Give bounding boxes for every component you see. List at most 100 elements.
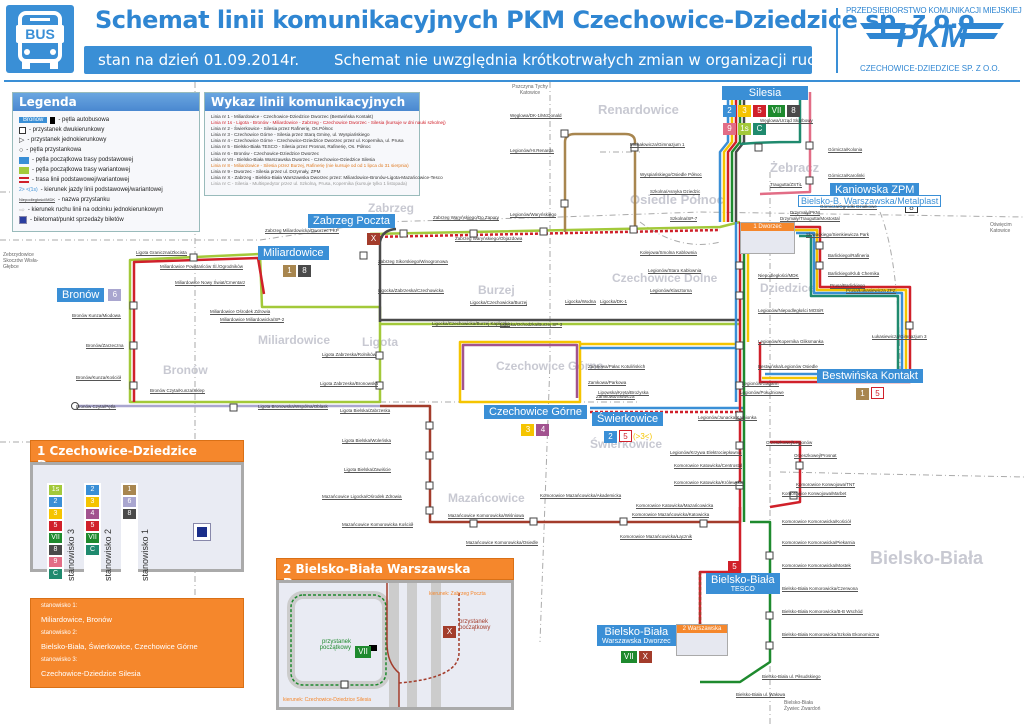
- stop-label[interactable]: Komorowice Mazańcowicka/Łącznik: [620, 534, 693, 540]
- stop-label[interactable]: Bronów Czyta/Pętla: [76, 404, 116, 410]
- stop-label[interactable]: Bielsko-Biała ul. Piłsudskiego: [762, 674, 821, 680]
- stop-label[interactable]: Legionów/Kopernika Gliksmanka: [758, 339, 824, 345]
- stop-label[interactable]: Bronów/Zarzeczna: [86, 343, 124, 349]
- stop-label[interactable]: Legionów/Krzywa Elektrociepłownia: [670, 450, 742, 456]
- stop-label[interactable]: Łukasiewicza/Gimnazjum 3: [872, 334, 927, 340]
- station1-title: 1 Czechowice-Dziedzice Dworzec: [30, 440, 244, 472]
- stop-label[interactable]: Legionów/Klasztorna: [650, 288, 692, 294]
- hub-warszawska[interactable]: 2 Warszawska: [676, 624, 728, 656]
- terminal-subname: Warszawska Dworzec: [602, 638, 671, 645]
- stop-label[interactable]: Węglowa/DK-1/McDonald: [510, 113, 562, 119]
- stop-label[interactable]: Prusa/Łukasiewicza ZPZ: [846, 288, 896, 294]
- stop-label[interactable]: Orzeszkowej/Prosnat: [794, 453, 837, 459]
- stop-label[interactable]: Miliardowice Ośrodek Zdrowia: [210, 309, 271, 315]
- stop-label[interactable]: Michałowicza/Gimnazjum 1: [630, 142, 685, 148]
- stop-label[interactable]: Komorowice Mazańcowicka/Katowicka: [632, 512, 710, 518]
- terminal-zabrzeg-poczta[interactable]: Zabrzeg Poczta X: [308, 214, 396, 246]
- stop-label[interactable]: Drzymały/PKM: [790, 210, 820, 216]
- stop-label[interactable]: Komorowice Katowicka/Królewska: [674, 480, 743, 486]
- stop-label[interactable]: Komorowice Katowicka/Centrostal: [674, 463, 743, 469]
- stop-label[interactable]: Bielsko-Biała Komorowicka/Szkoła Ekonomi…: [782, 632, 880, 638]
- stop-label[interactable]: Miliardowice Nowy Świat/Cmentarz: [175, 280, 246, 286]
- stop-label[interactable]: Zabrzeg Waryńskiego/Do Zapory: [433, 215, 499, 221]
- stop-label[interactable]: Ligota Graniczna/Złocista: [136, 250, 187, 256]
- stop-label[interactable]: Legionów/Stara Kablownia: [648, 268, 702, 274]
- stop-label[interactable]: Miliardowice Powstańców Śl./Ogrodników: [160, 264, 244, 270]
- stop-label[interactable]: Ligocka/Wodna: [565, 299, 596, 305]
- stop-label[interactable]: Komorowice Mazańcowicka/Akademicka: [540, 493, 622, 499]
- terminal-bielsko-tesco[interactable]: Bielsko-Biała TESCO: [706, 573, 780, 594]
- stop-label[interactable]: Prusa/Barlickiego: [830, 283, 866, 289]
- stop-label[interactable]: Zabrzeg Sikorskiego/Winogronowa: [378, 259, 448, 265]
- stop-label[interactable]: Orzeszkowej/Legionów: [766, 440, 813, 446]
- stop-label[interactable]: Miliardowice Miliardowicka/SP-2: [220, 317, 285, 323]
- terminal-bronow[interactable]: Bronów 6: [57, 288, 122, 302]
- stop-label[interactable]: Komorowice Komorowicka/Kościół: [782, 519, 851, 525]
- stop-label[interactable]: Bronów Czyta/Kunza/Sklep: [150, 388, 205, 394]
- stop-label[interactable]: Zamkowa/Parkowa: [588, 380, 627, 386]
- stop-label[interactable]: Wyspiańskiego/Osiedle Północ: [640, 172, 702, 178]
- stop-label[interactable]: Ligocka/Czechowicka/Burzej Kapliczka: [432, 321, 510, 327]
- stop-label[interactable]: Kolejowa/Smolna Kablownia: [640, 250, 697, 256]
- stop-label[interactable]: Zamkowa/Pałac Kotulińskich: [588, 364, 646, 370]
- stop-label[interactable]: Ligocka/Zabrzeska/Czechowicka: [378, 288, 444, 294]
- stop-label[interactable]: Zabrzeg Miliardowicka/Dworzec PKP: [265, 228, 339, 234]
- stop-label[interactable]: Bielsko-Biała ul. Wałowa: [736, 692, 786, 698]
- stop-label[interactable]: Traugutta/ZSTiL: [770, 182, 803, 188]
- stop-label[interactable]: Górnicza/Kolonia: [828, 147, 863, 153]
- stop-label[interactable]: Ligota Bielska/Woleńska: [342, 438, 391, 444]
- stop-label[interactable]: Komorowice Konwojowa/TNT: [796, 482, 856, 488]
- stop-label[interactable]: Słowackiego/Sienkiewicza Park: [806, 232, 870, 238]
- stop-label[interactable]: Komorowice Komorowicka/Piekarnia: [782, 540, 856, 546]
- stop-label[interactable]: Lipowska/Kręta/Brożyska: [598, 390, 649, 396]
- stop-label[interactable]: Ligota Bielska/Zawiście: [344, 467, 391, 473]
- stop-label[interactable]: Komorowice Katowicka/Mazańcowicka: [636, 503, 714, 509]
- stop-label[interactable]: Bielsko-Biała Komorowicka/B-B Wschód: [782, 609, 863, 615]
- stop-label[interactable]: Węglowa/Urząd Skarbowy: [760, 118, 813, 124]
- stop-label[interactable]: Mazańcowice Komorowicka/Osiedle: [466, 540, 539, 546]
- stop-label[interactable]: Barlickiego/Klub Chemika: [828, 271, 880, 277]
- stop-label[interactable]: Bestwińska/Legionów Osiedle: [758, 364, 818, 370]
- stop-label[interactable]: Drzymały/Traugutta/Mostostal: [780, 216, 840, 222]
- stop-label[interactable]: Komorowice Komorowicka/Mostek: [782, 563, 851, 569]
- stop-label[interactable]: Ligota Zabrzeska/Bronowska: [320, 381, 379, 387]
- stop-label[interactable]: Ligota Bronowska/Wspólna/Oblask: [258, 404, 328, 410]
- stop-label[interactable]: Ligota Zabrzeska/Rolników: [322, 352, 377, 358]
- stop-label[interactable]: Ligocka/Ochodzka/Burzej SP-3: [500, 322, 563, 328]
- stop-label[interactable]: Legionów/Junacka Kamionka: [698, 415, 757, 421]
- terminal-kaniowska-zpm[interactable]: Kaniowska ZPM 8: [830, 183, 920, 215]
- stop-label[interactable]: Ligocka/DK-1: [600, 299, 628, 305]
- stop-label[interactable]: Zabrzeg Waryńskiego/Objazdowa: [455, 236, 523, 242]
- stop-label[interactable]: Legionów/Niepodległości MOSiR: [758, 308, 824, 314]
- stop-label[interactable]: Barlickiego/Rafineria: [828, 253, 870, 259]
- stop-label[interactable]: Górnicza/Karolinki: [828, 173, 865, 179]
- stop-label[interactable]: Mazańcowice Komorowicka/Wiśniowa: [448, 513, 525, 519]
- stop-label[interactable]: Bronów/Kunza/Kościół: [76, 375, 122, 381]
- stop-label[interactable]: Ligota Bielska/Zabrzeska: [340, 408, 391, 414]
- ticket-machine-icon[interactable]: [193, 523, 211, 541]
- stop-label[interactable]: Legionów/Południowe: [740, 390, 784, 396]
- stop-label[interactable]: Zamkowa/Słowicza: [596, 394, 635, 400]
- stop-label[interactable]: Bielsko-Biała Komorowicka/Czerwona: [782, 586, 858, 592]
- stop-label[interactable]: Mazańcowice Ligocka/Ośrodek Zdrowia: [322, 494, 402, 500]
- stop-label[interactable]: Szkolna/SP-7: [670, 216, 698, 222]
- stop-label[interactable]: Komorowice Konwojowa/Marbet: [782, 491, 847, 497]
- stop-label[interactable]: Legionów/Gagarin: [742, 381, 779, 387]
- stop-label[interactable]: Ligocka/Czechowicka/Burzej: [470, 300, 528, 306]
- district-osiedle-polnoc: Osiedle Północ: [630, 192, 724, 207]
- stop-label[interactable]: Szkolna/Asnyka Dziedzic: [650, 189, 701, 195]
- stop-label[interactable]: Górnicza/Ogródki Działkowe: [820, 204, 877, 210]
- legend-terminal-sample: Bronów: [19, 117, 48, 123]
- stop-label[interactable]: Legionów/Waryńskiego: [510, 212, 557, 218]
- stop-label[interactable]: Mazańcowice Komorowicka Kościół: [342, 522, 414, 528]
- stop-label[interactable]: Legionów/Hr.Renarda: [510, 148, 554, 154]
- stop-label[interactable]: Bronów Kunza/Miodowa: [72, 313, 121, 319]
- hub-dworzec[interactable]: 1 Dworzec: [740, 222, 795, 254]
- stop-label[interactable]: Niepodległości/MDK: [758, 273, 799, 279]
